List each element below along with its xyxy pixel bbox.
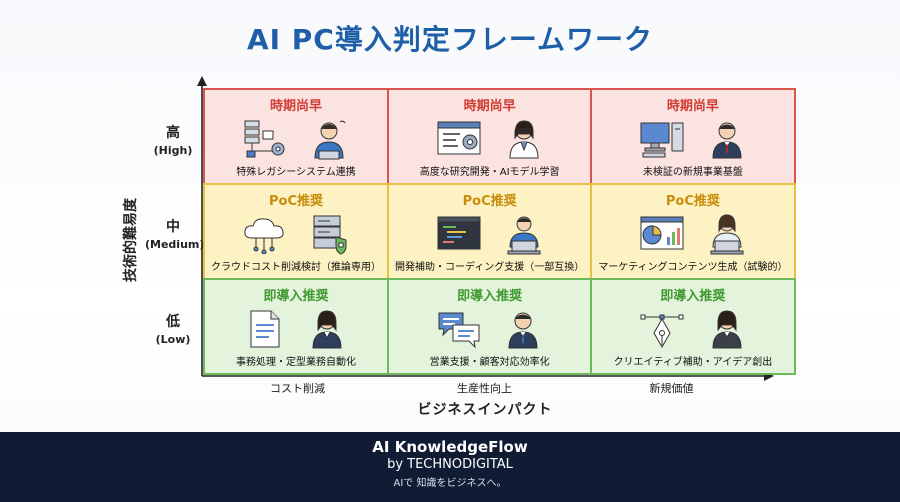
pen-tool-icon	[640, 314, 684, 348]
x-category-productivity: 生産性向上	[457, 382, 512, 395]
x-category-cost: コスト削減	[270, 382, 325, 395]
cell-header: PoC推奨	[462, 194, 517, 209]
cell-mid-productivity: PoC推奨 開発補助・コーディング支援（一部互	[387, 183, 593, 280]
cell-low-productivity: 即導入推奨 営業支援・顧客対応効率化	[387, 278, 593, 375]
cell-high-cost: 時期尚早	[203, 88, 389, 185]
cell-header: 時期尚早	[666, 99, 719, 114]
x-axis-title: ビジネスインパクト	[417, 402, 553, 418]
y-axis-arrow	[197, 76, 207, 86]
creative-woman-icon	[712, 309, 742, 348]
marketer-laptop-icon	[710, 213, 744, 254]
code-window-icon	[437, 121, 481, 154]
footer-brand: AI KnowledgeFlow	[372, 438, 528, 456]
cell-mid-newvalue: PoC推奨 マーケティン	[590, 183, 796, 280]
cell-header: 即導入推奨	[457, 289, 523, 304]
cell-header: 即導入推奨	[263, 289, 329, 304]
y-level-low: 低 (Low)	[155, 314, 191, 346]
cell-header: PoC推奨	[269, 194, 323, 209]
cell-caption: 事務処理・定型業務自動化	[236, 357, 356, 368]
cell-header: 即導入推奨	[660, 289, 726, 304]
cell-caption: 高度な研究開発・AIモデル学習	[419, 167, 560, 178]
cell-low-newvalue: 即導入推奨 クリエイティブ補助・アイデア創出	[590, 278, 796, 375]
chat-bubbles-icon	[438, 312, 480, 348]
cloud-icon	[244, 217, 284, 254]
cell-caption: 営業支援・顧客対応効率化	[429, 357, 550, 368]
analytics-dashboard-icon	[640, 216, 684, 249]
y-axis-title: 技術的難易度	[123, 198, 139, 282]
y-level-high: 高 (High)	[153, 125, 193, 157]
cell-caption: 開発補助・コーディング支援（一部互換）	[395, 262, 585, 273]
stressed-engineer-icon	[314, 120, 346, 159]
cell-mid-cost: PoC推奨	[203, 183, 389, 280]
document-icon	[250, 310, 280, 347]
framework-grid: 時期尚早	[203, 88, 796, 375]
businessman-icon	[712, 122, 742, 158]
cell-header: 時期尚早	[269, 99, 322, 114]
cell-header: PoC推奨	[665, 194, 720, 209]
cell-header: 時期尚早	[463, 99, 516, 114]
footer-banner: AI KnowledgeFlow by TECHNODIGITAL AIで 知識…	[0, 432, 900, 502]
salesman-icon	[508, 312, 538, 348]
researcher-icon	[509, 119, 539, 158]
x-category-newvalue: 新規価値	[649, 382, 694, 395]
cell-low-cost: 即導入推奨 事務処理・定型業務自動化	[203, 278, 389, 375]
cell-caption: クラウドコスト削減検討（推論専用）	[211, 262, 381, 273]
cell-high-productivity: 時期尚早	[387, 88, 593, 185]
cell-caption: マーケティングコンテンツ生成（試験的）	[598, 262, 788, 273]
cell-high-newvalue: 時期尚早 未検証の新規事業基盤	[590, 88, 796, 185]
office-worker-icon	[312, 309, 342, 348]
footer-by: by TECHNODIGITAL	[387, 457, 513, 472]
page-title: AI PC導入判定フレームワーク	[246, 23, 654, 56]
cell-caption: 未検証の新規事業基盤	[642, 167, 743, 178]
cell-caption: クリエイティブ補助・アイデア創出	[613, 357, 773, 368]
footer-tagline: AIで 知識をビジネスへ。	[393, 478, 507, 489]
code-editor-icon	[437, 216, 481, 249]
developer-laptop-icon	[507, 216, 541, 254]
network-diagram-icon	[244, 120, 285, 157]
desktop-computer-icon	[640, 122, 684, 157]
secure-server-icon	[313, 215, 347, 255]
cell-caption: 特殊レガシーシステム連携	[236, 167, 356, 178]
y-level-medium: 中 (Medium)	[145, 219, 205, 251]
